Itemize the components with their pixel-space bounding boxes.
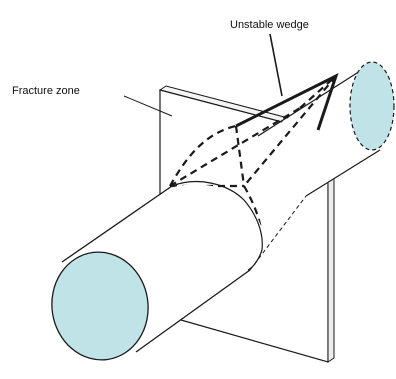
tunnel-front-section <box>51 180 307 361</box>
leader-lines <box>123 33 283 117</box>
tunnel-back-top-line <box>257 65 369 137</box>
tunnel-front-face <box>51 251 149 361</box>
unstable-wedge <box>169 73 339 251</box>
fracture-zone-label: Fracture zone <box>12 85 80 97</box>
tunnel-back-section <box>255 61 395 200</box>
tunnel-hidden-bottom-line <box>249 195 307 271</box>
tunnel-front-bottom-line <box>135 269 251 353</box>
unstable-wedge-leader <box>269 33 283 97</box>
fracture-zone-leader <box>123 95 173 117</box>
unstable-wedge-label: Unstable wedge <box>230 19 309 31</box>
tunnel-back-face <box>349 61 395 151</box>
wedge-dashed-edges <box>169 75 337 251</box>
tunnel-front-top-line <box>61 185 173 263</box>
tunnel-back-bottom-line <box>305 149 381 197</box>
